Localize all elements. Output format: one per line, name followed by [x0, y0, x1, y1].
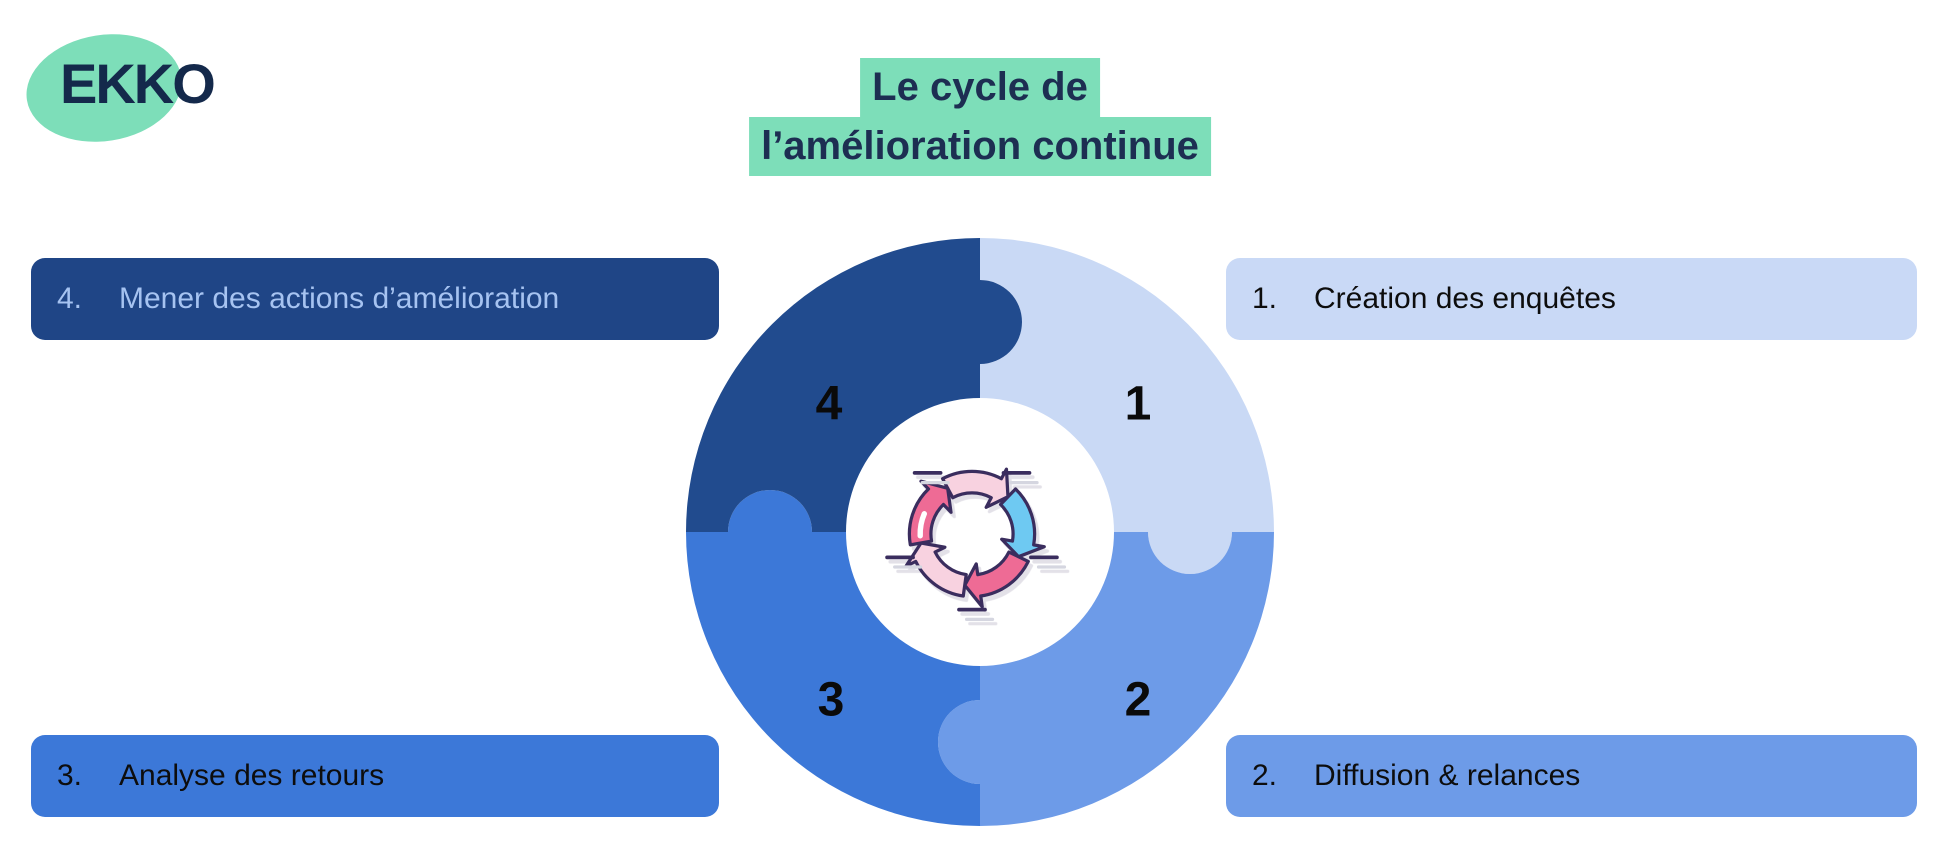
step-box-2: 2. Diffusion & relances	[1226, 735, 1917, 817]
ekko-logo-text: EKKO	[60, 52, 216, 115]
title-line-2: l’amélioration continue	[749, 117, 1211, 176]
icon-dash-shadows	[893, 480, 1067, 621]
ekko-logo: EKKO	[26, 30, 216, 150]
step-number: 1.	[1252, 282, 1278, 315]
step-box-4: 4. Mener des actions d’amélioration	[31, 258, 719, 340]
cycle-arrows-icon	[885, 467, 1067, 621]
page-title: Le cycle de l’amélioration continue	[749, 58, 1211, 176]
step-box-3: 3. Analyse des retours	[31, 735, 719, 817]
puzzle-piece-4	[686, 238, 1022, 532]
quadrant-number-2: 2	[1125, 674, 1152, 727]
step-label: Diffusion & relances	[1314, 759, 1581, 792]
step-box-1: 1. Création des enquêtes	[1226, 258, 1917, 340]
quadrant-number-4: 4	[816, 378, 843, 431]
puzzle-piece-3	[686, 490, 980, 826]
quadrant-number-1: 1	[1125, 378, 1152, 431]
step-label: Mener des actions d’amélioration	[119, 282, 560, 315]
step-label: Analyse des retours	[119, 759, 385, 792]
step-number: 4.	[57, 282, 83, 315]
step-number: 3.	[57, 759, 83, 792]
logo-blob	[26, 34, 182, 142]
puzzle-piece-1	[980, 238, 1274, 574]
title-line-1: Le cycle de	[860, 58, 1100, 117]
quadrant-number-3: 3	[818, 674, 845, 727]
step-label: Création des enquêtes	[1314, 282, 1616, 315]
icon-dashes	[885, 470, 1059, 612]
puzzle-piece-2	[938, 532, 1274, 826]
cycle-diagram: 4 1 3 2	[686, 238, 1274, 826]
step-number: 2.	[1252, 759, 1278, 792]
